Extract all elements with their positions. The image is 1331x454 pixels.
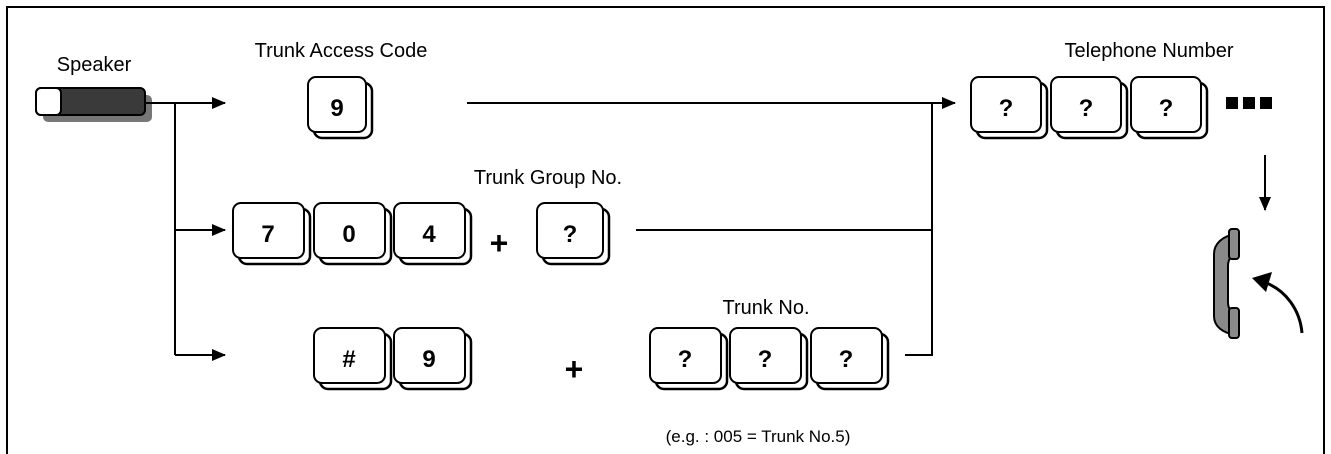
svg-text:?: ? xyxy=(999,95,1014,122)
key-telephone-3: ? xyxy=(1130,76,1209,140)
key-group-prefix-2: 0 xyxy=(313,202,393,266)
key-telephone-1: ? xyxy=(970,76,1049,140)
svg-text:9: 9 xyxy=(422,346,435,373)
key-trunk-number-2: ? xyxy=(729,327,809,391)
more-digits-icon xyxy=(1226,97,1272,109)
example-note: (e.g. : 005 = Trunk No.5) xyxy=(666,427,851,446)
svg-text:7: 7 xyxy=(261,221,274,248)
plus-sign-group: + xyxy=(490,225,509,261)
key-group-prefix-3: 4 xyxy=(393,202,473,266)
telephone-number-label: Telephone Number xyxy=(1065,40,1234,62)
trunk-access-code-label: Trunk Access Code xyxy=(255,40,428,62)
speaker-button-icon xyxy=(35,87,152,122)
line-from-trunk xyxy=(905,103,933,356)
svg-text:4: 4 xyxy=(422,221,436,248)
key-telephone-2: ? xyxy=(1050,76,1129,140)
svg-text:?: ? xyxy=(678,346,693,373)
svg-text:?: ? xyxy=(839,346,854,373)
handset-icon xyxy=(1213,228,1240,339)
key-trunk-number-1: ? xyxy=(649,327,729,391)
svg-text:0: 0 xyxy=(342,221,355,248)
svg-text:?: ? xyxy=(1159,95,1174,122)
key-trunk-prefix-2: 9 xyxy=(393,327,473,391)
flow-lines xyxy=(145,97,1271,361)
key-trunk-number-3: ? xyxy=(810,327,890,391)
key-trunk-prefix-1: # xyxy=(313,327,393,391)
trunk-group-label: Trunk Group No. xyxy=(474,167,622,189)
svg-text:9: 9 xyxy=(330,95,343,122)
key-group-number: ? xyxy=(536,202,611,266)
svg-text:#: # xyxy=(342,346,355,373)
key-trunk-access: 9 xyxy=(307,76,374,140)
key-group-prefix-1: 7 xyxy=(232,202,312,266)
svg-text:?: ? xyxy=(1079,95,1094,122)
diagram-frame xyxy=(6,6,1325,454)
svg-text:?: ? xyxy=(758,346,773,373)
svg-text:?: ? xyxy=(563,221,578,248)
trunk-no-label: Trunk No. xyxy=(722,297,809,319)
plus-sign-trunk: + xyxy=(565,351,584,387)
curved-arrow-icon xyxy=(1252,272,1304,334)
speaker-label: Speaker xyxy=(57,54,132,76)
